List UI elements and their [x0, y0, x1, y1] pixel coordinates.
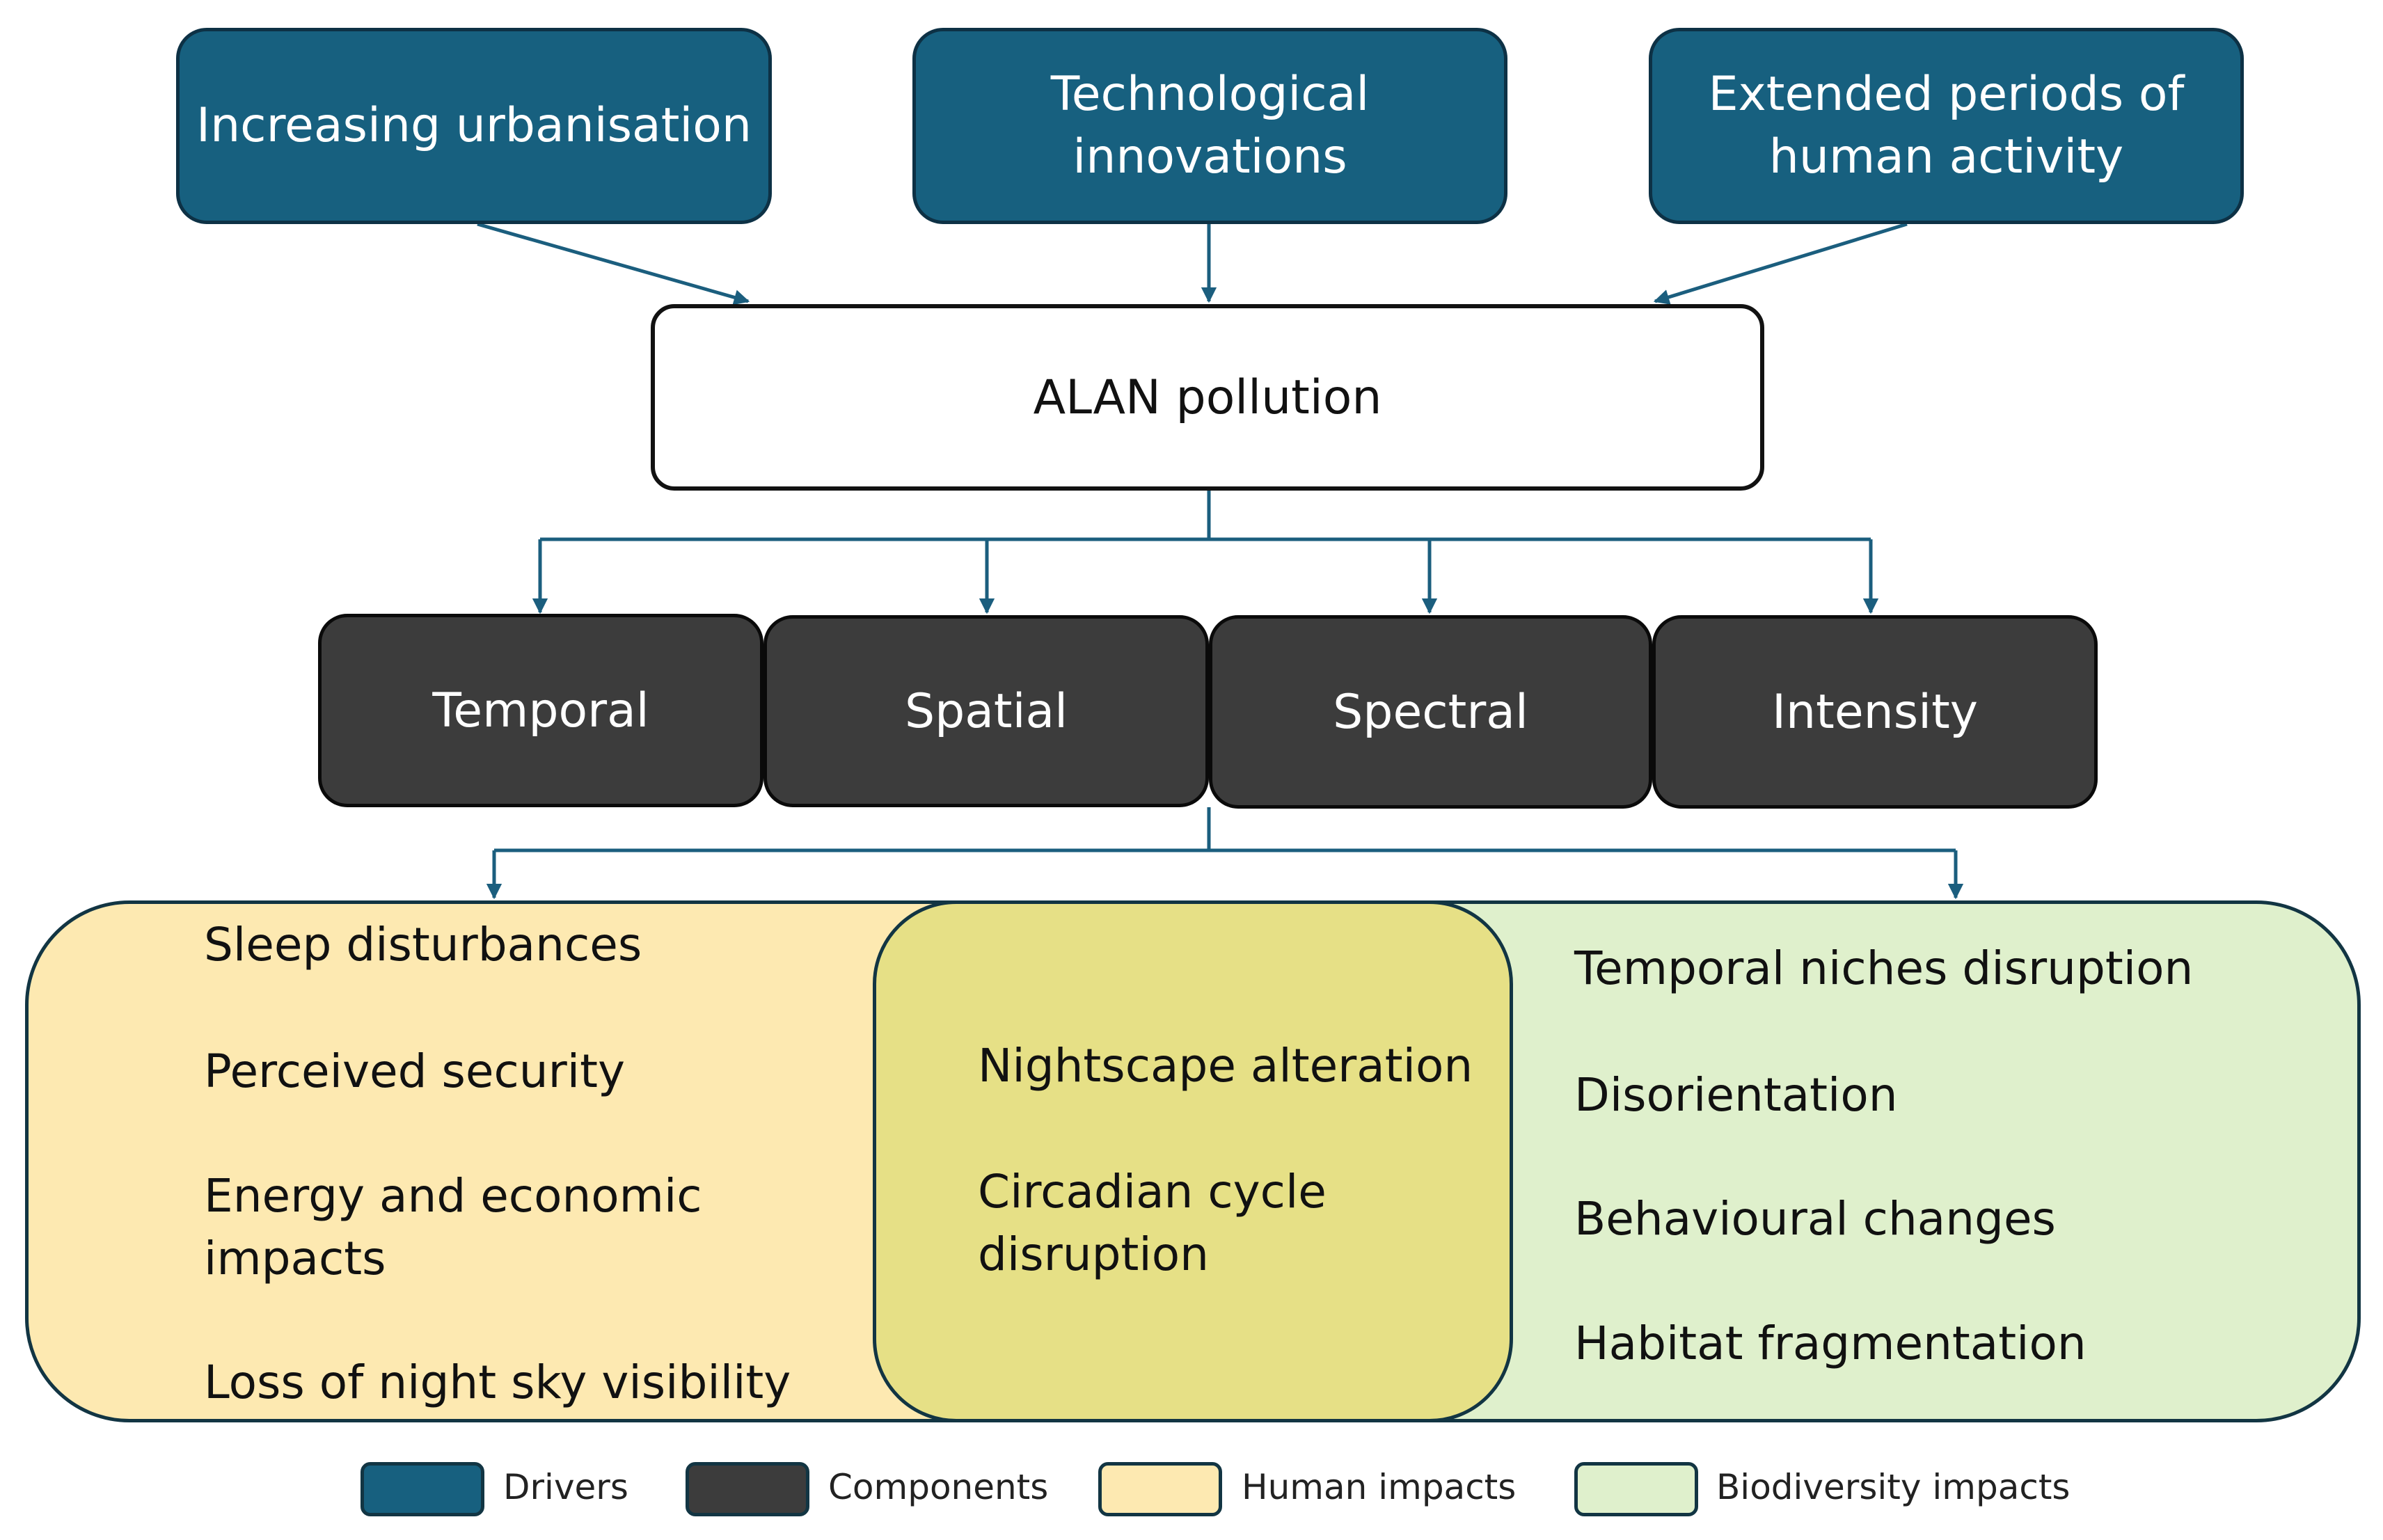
biodiversity-impact-item: Habitat fragmentation	[1574, 1317, 2087, 1370]
driver-label: Technological innovations	[1050, 67, 1370, 184]
biodiversity-impact-item: Behavioural changes	[1574, 1192, 2056, 1246]
component-spectral: Spectral	[1209, 615, 1652, 809]
arrow-activity-to-alan	[1653, 222, 1908, 305]
component-label: Spectral	[1333, 684, 1528, 740]
biodiversity-impact-item: Temporal niches disruption	[1574, 942, 2194, 995]
legend-swatch-drivers	[361, 1462, 484, 1516]
component-label: Intensity	[1772, 684, 1978, 740]
alan-pollution-label: ALAN pollution	[1033, 370, 1382, 425]
shared-impact-item: Circadian cycle disruption	[978, 1165, 1327, 1282]
legend-swatch-biodiversity-impacts	[1574, 1462, 1698, 1516]
legend-label-human-impacts: Human impacts	[1242, 1467, 1517, 1507]
driver-label: Extended periods of human activity	[1708, 67, 2185, 184]
alan-pollution-node: ALAN pollution	[651, 304, 1764, 491]
component-label: Temporal	[432, 683, 649, 738]
shared-impact-item: Nightscape alteration	[978, 1039, 1473, 1093]
legend-label-drivers: Drivers	[503, 1467, 628, 1507]
driver-label: Increasing urbanisation	[196, 98, 752, 154]
driver-technological-innovations: Technological innovations	[912, 28, 1507, 224]
driver-extended-human-activity: Extended periods of human activity	[1649, 28, 2244, 224]
human-impact-item: Energy and economic impacts	[204, 1169, 702, 1286]
legend-label-biodiversity-impacts: Biodiversity impacts	[1716, 1467, 2071, 1507]
component-temporal: Temporal	[318, 614, 763, 807]
shared-impacts-zone	[873, 900, 1513, 1422]
legend-label-components: Components	[828, 1467, 1049, 1507]
legend-swatch-components	[686, 1462, 809, 1516]
human-impact-item: Loss of night sky visibility	[204, 1356, 791, 1409]
component-spatial: Spatial	[763, 615, 1209, 807]
component-label: Spatial	[904, 683, 1068, 739]
human-impact-item: Perceived security	[204, 1045, 626, 1098]
driver-increasing-urbanisation: Increasing urbanisation	[176, 28, 772, 224]
legend-swatch-human-impacts	[1098, 1462, 1222, 1516]
human-impact-item: Sleep disturbances	[204, 918, 642, 971]
arrow-urbanisation-to-alan	[477, 222, 750, 305]
component-intensity: Intensity	[1652, 615, 2098, 809]
biodiversity-impact-item: Disorientation	[1574, 1068, 1898, 1122]
